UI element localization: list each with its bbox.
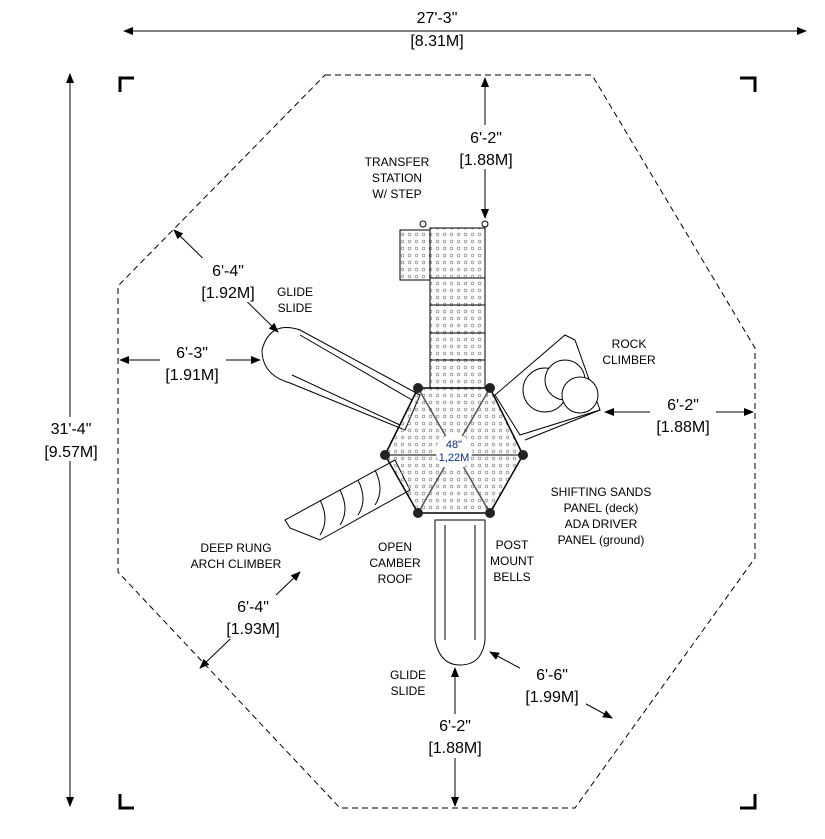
upper-glide-slide xyxy=(261,327,421,431)
svg-text:ROCK: ROCK xyxy=(612,337,647,351)
svg-text:GLIDE: GLIDE xyxy=(277,285,313,299)
svg-text:OPEN: OPEN xyxy=(378,540,412,554)
label-open-camber-roof: OPEN CAMBER ROOF xyxy=(369,540,421,586)
svg-text:ARCH CLIMBER: ARCH CLIMBER xyxy=(191,557,282,571)
deck-height-metric: 1,22M xyxy=(439,452,470,464)
use-zone-boundary xyxy=(117,74,756,809)
bottom-diag-imperial: 6'-6" xyxy=(536,667,568,684)
arch-climber-dim-metric: [1.93M] xyxy=(226,621,279,638)
svg-text:GLIDE: GLIDE xyxy=(390,668,426,682)
svg-text:POST: POST xyxy=(496,538,529,552)
svg-text:ROOF: ROOF xyxy=(378,572,413,586)
rock-climber-dim-metric: [1.88M] xyxy=(656,419,709,436)
svg-text:TRANSFER: TRANSFER xyxy=(365,155,430,169)
svg-text:DEEP RUNG: DEEP RUNG xyxy=(200,541,271,555)
lower-glide-slide xyxy=(434,519,486,666)
svg-text:ADA DRIVER: ADA DRIVER xyxy=(565,517,638,531)
upper-slide-side-imperial: 6'-3" xyxy=(176,345,208,362)
arch-climber-dim-imperial: 6'-4" xyxy=(237,599,269,616)
label-post-mount-bells: POST MOUNT BELLS xyxy=(490,538,535,584)
svg-text:STATION: STATION xyxy=(372,171,422,185)
upper-slide-diag-imperial: 6'-4" xyxy=(212,263,244,280)
hexagonal-deck xyxy=(380,383,528,518)
rock-climber-dim-imperial: 6'-2" xyxy=(667,397,699,414)
label-glide-slide-lower: GLIDE SLIDE xyxy=(390,668,426,698)
rock-climber xyxy=(494,334,601,441)
transfer-dim-imperial: 6'-2" xyxy=(470,130,502,147)
transfer-station xyxy=(399,220,489,389)
svg-text:SLIDE: SLIDE xyxy=(278,301,313,315)
upper-slide-side-metric: [1.91M] xyxy=(165,367,218,384)
bottom-slide-imperial: 6'-2" xyxy=(439,718,471,735)
svg-text:PANEL (ground): PANEL (ground) xyxy=(558,533,645,547)
label-rock-climber: ROCK CLIMBER xyxy=(602,337,656,367)
overall-length-imperial: 31'-4" xyxy=(51,421,92,438)
svg-text:W/ STEP: W/ STEP xyxy=(372,187,421,201)
overall-length-metric: [9.57M] xyxy=(44,444,97,461)
corner-marks xyxy=(118,76,757,810)
svg-text:CLIMBER: CLIMBER xyxy=(602,353,656,367)
svg-text:PANEL (deck): PANEL (deck) xyxy=(564,501,639,515)
label-transfer-station: TRANSFER STATION W/ STEP xyxy=(365,155,430,201)
svg-text:SHIFTING SANDS: SHIFTING SANDS xyxy=(551,485,652,499)
svg-text:CAMBER: CAMBER xyxy=(369,556,421,570)
overall-width-imperial: 27'-3" xyxy=(417,10,458,27)
label-glide-slide-upper: GLIDE SLIDE xyxy=(277,285,313,315)
deep-rung-arch-climber xyxy=(284,459,411,541)
transfer-dim-metric: [1.88M] xyxy=(459,152,512,169)
upper-slide-diag-metric: [1.92M] xyxy=(201,285,254,302)
overall-width-metric: [8.31M] xyxy=(410,33,463,50)
svg-text:BELLS: BELLS xyxy=(493,570,530,584)
bottom-diag-metric: [1.99M] xyxy=(525,689,578,706)
label-shifting-sands: SHIFTING SANDS PANEL (deck) ADA DRIVER P… xyxy=(551,485,652,547)
deck-height-imperial: 48" xyxy=(446,439,462,451)
svg-text:MOUNT: MOUNT xyxy=(490,554,535,568)
bottom-slide-metric: [1.88M] xyxy=(428,740,481,757)
svg-text:SLIDE: SLIDE xyxy=(391,684,426,698)
label-deep-rung: DEEP RUNG ARCH CLIMBER xyxy=(191,541,282,571)
